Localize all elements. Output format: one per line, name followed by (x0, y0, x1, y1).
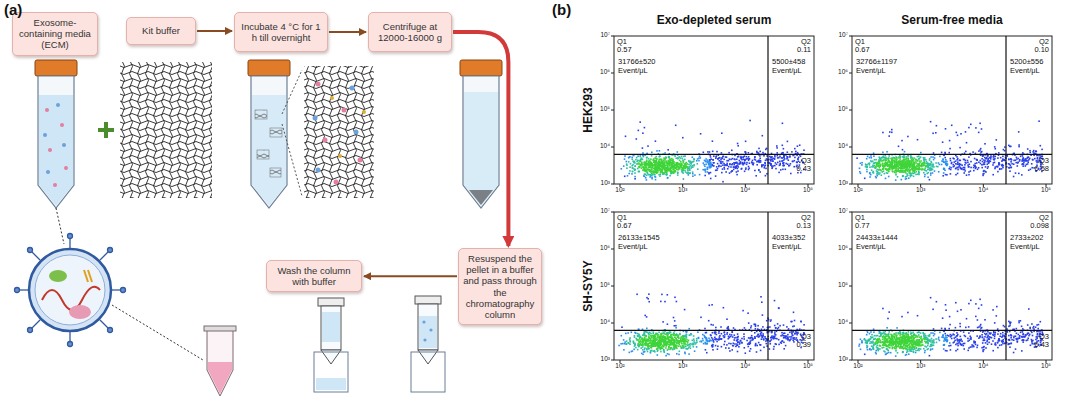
figure-stage: {"diagram": { "nodes": [ {"text": ["Exos… (0, 0, 1080, 412)
